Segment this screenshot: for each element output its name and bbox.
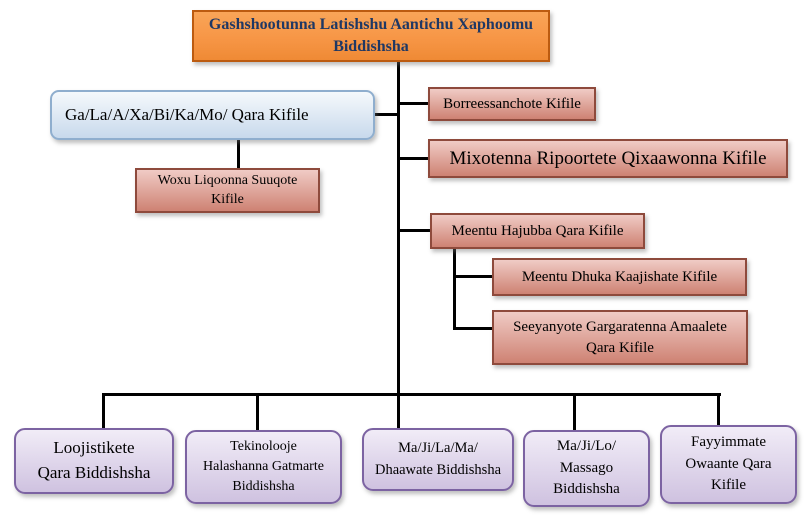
connector-dept-horizontal [373, 113, 399, 116]
node-mixotenna: Mixotenna Ripoortete Qixaawonna Kifile [428, 139, 788, 178]
connector-bottom-horizontal [103, 393, 721, 396]
node-fayyimmate: Fayyimmate Owaante Qara Kifile [660, 425, 797, 504]
node-meentu-dhuka-label: Meentu Dhuka Kaajishate Kifile [521, 268, 718, 285]
node-massago-label: Ma/Ji/Lo/ Massago Biddishsha [553, 437, 620, 498]
node-borreessanchote: Borreessanchote Kifile [428, 87, 596, 121]
connector-trunk-vertical [397, 62, 400, 396]
node-dept-label: Ga/La/A/Xa/Bi/Ka/Mo/ Qara Kifile [65, 105, 309, 124]
node-fayyimmate-label: Fayyimmate Owaante Qara Kifile [685, 433, 772, 494]
node-seeyanyote-label: Seeyanyote Gargaratenna Amaalete Qara Ki… [513, 319, 727, 356]
node-mixotenna-label: Mixotenna Ripoortete Qixaawonna Kifile [449, 147, 767, 169]
node-ma-ji-la-ma-dhaawate: Ma/Ji/La/Ma/ Dhaawate Biddishsha [362, 428, 514, 491]
connector-meentu-sub-vertical [453, 249, 456, 330]
connector-branch-seeyanyote [455, 327, 492, 330]
connector-branch-borreessanchote [399, 102, 428, 105]
connector-dept-to-child-vertical [237, 139, 240, 169]
node-meentu-hajubba-label: Meentu Hajubba Qara Kifile [451, 222, 624, 239]
node-meentu-dhuka: Meentu Dhuka Kaajishate Kifile [492, 258, 747, 296]
node-ga-la-a-xa-bi-ka-mo-dept: Ga/La/A/Xa/Bi/Ka/Mo/ Qara Kifile [50, 90, 375, 140]
node-loojistikete: Loojistikete Qara Biddishsha [14, 428, 174, 494]
connector-drop-tekinolooje [256, 393, 259, 430]
node-meentu-hajubba: Meentu Hajubba Qara Kifile [430, 213, 645, 249]
connector-branch-meentu-hajubba [399, 229, 430, 232]
node-ma-ji-lo-massago: Ma/Ji/Lo/ Massago Biddishsha [523, 430, 650, 507]
node-root: Gashshootunna Latishshu Aantichu Xaphoom… [192, 10, 550, 62]
node-seeyanyote: Seeyanyote Gargaratenna Amaalete Qara Ki… [492, 310, 748, 365]
node-root-label: Gashshootunna Latishshu Aantichu Xaphoom… [208, 15, 534, 55]
connector-drop-massago [573, 393, 576, 430]
connector-drop-dhaawate [397, 393, 400, 428]
node-woxu-liqoonna-suuqote: Woxu Liqoonna Suuqote Kifile [135, 168, 320, 213]
connector-drop-loojistikete [102, 393, 105, 428]
node-woxu-label: Woxu Liqoonna Suuqote Kifile [157, 172, 298, 207]
node-borreessanchote-label: Borreessanchote Kifile [443, 95, 581, 112]
connector-branch-meentu-dhuka [455, 275, 492, 278]
node-dhaawate-label: Ma/Ji/La/Ma/ Dhaawate Biddishsha [374, 440, 502, 478]
node-tekinolooje-label: Tekinolooje Halashanna Gatmarte Biddishs… [203, 438, 324, 495]
connector-branch-mixotenna [399, 157, 428, 160]
connector-drop-fayyimmate [717, 393, 720, 425]
node-tekinolooje: Tekinolooje Halashanna Gatmarte Biddishs… [185, 430, 342, 504]
node-loojistikete-label: Loojistikete Qara Biddishsha [37, 438, 151, 482]
